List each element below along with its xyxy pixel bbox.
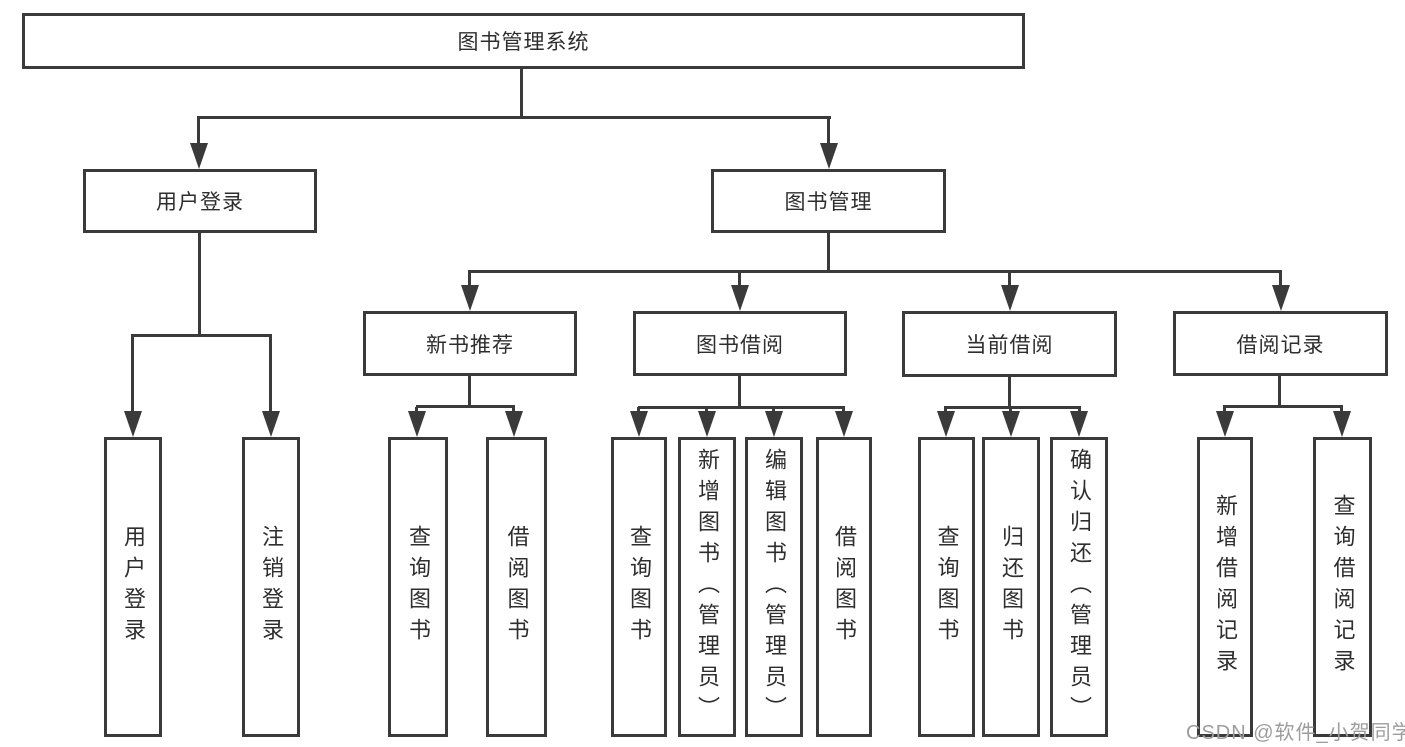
arrow-down-icon — [1070, 411, 1088, 437]
connector-line — [1223, 405, 1343, 408]
leaf-label: 查询图书 — [406, 525, 431, 649]
arrow-down-icon — [835, 411, 853, 437]
leaf-label: 归还图书 — [999, 525, 1024, 649]
connector-line — [827, 233, 830, 273]
arrow-down-icon — [1002, 411, 1020, 437]
connector-line — [827, 118, 830, 146]
node-label: 新书推荐 — [426, 333, 514, 357]
connector-line — [269, 336, 272, 413]
connector-line — [1340, 407, 1343, 414]
node-label: 借阅记录 — [1236, 333, 1325, 357]
leaf-label: 编辑图书（管理员） — [762, 447, 787, 727]
leaf-return-books: 归还图书 — [982, 437, 1040, 737]
leaf-label: 查询借阅记录 — [1330, 494, 1356, 680]
leaf-borrow-books: 借阅图书 — [816, 437, 872, 737]
connector-line — [1279, 272, 1282, 288]
node-label: 用户登录 — [156, 191, 244, 214]
connector-line — [944, 406, 1081, 409]
node-library-management-system: 图书管理系统 — [22, 13, 1025, 69]
node-book-borrowing: 图书借阅 — [633, 311, 847, 376]
arrow-down-icon — [698, 411, 716, 437]
node-user-login: 用户登录 — [83, 169, 317, 233]
connector-line — [1078, 407, 1081, 414]
leaf-add-borrow-record: 新增借阅记录 — [1197, 437, 1253, 737]
node-label: 图书借阅 — [696, 333, 784, 357]
arrow-down-icon — [731, 285, 749, 311]
leaf-label: 注销登录 — [259, 525, 284, 649]
arrow-down-icon — [820, 143, 838, 169]
leaf-label: 查询图书 — [627, 525, 652, 649]
leaf-label: 借阅图书 — [832, 525, 857, 649]
connector-line — [520, 68, 523, 118]
connector-line — [842, 407, 845, 414]
node-new-book-recommend: 新书推荐 — [363, 311, 577, 376]
node-current-borrowing: 当前借阅 — [902, 311, 1117, 377]
connector-line — [738, 376, 741, 408]
leaf-edit-books-admin: 编辑图书（管理员） — [745, 437, 803, 737]
arrow-down-icon — [190, 143, 208, 169]
leaf-user-login: 用户登录 — [104, 437, 162, 737]
arrow-down-icon — [937, 411, 955, 437]
leaf-query-borrow-record: 查询借阅记录 — [1313, 437, 1372, 737]
connector-line — [1008, 377, 1011, 408]
connector-line — [131, 334, 272, 337]
connector-line — [468, 270, 1282, 273]
connector-line — [1223, 407, 1226, 414]
connector-line — [416, 405, 515, 408]
leaf-label: 确认归还（管理员） — [1067, 447, 1092, 727]
leaf-confirm-return-admin: 确认归还（管理员） — [1050, 437, 1108, 737]
connector-line — [468, 376, 471, 407]
leaf-logout: 注销登录 — [242, 437, 300, 737]
connector-line — [197, 116, 831, 119]
leaf-add-books-admin: 新增图书（管理员） — [678, 437, 736, 737]
connector-line — [944, 407, 947, 414]
node-book-management: 图书管理 — [711, 169, 946, 233]
node-label: 图书管理 — [784, 191, 873, 214]
connector-line — [638, 406, 845, 409]
leaf-query-books-current: 查询图书 — [918, 437, 975, 737]
connector-line — [131, 336, 134, 413]
connector-line — [198, 233, 201, 336]
watermark-text: CSDN @软件_小贺同学 — [1186, 722, 1405, 744]
node-label: 图书管理系统 — [457, 31, 590, 54]
connector-line — [512, 407, 515, 414]
arrow-down-icon — [1216, 411, 1234, 437]
leaf-query-books-borrowing: 查询图书 — [611, 437, 667, 737]
arrow-down-icon — [262, 411, 280, 437]
arrow-down-icon — [505, 411, 523, 437]
connector-line — [468, 272, 471, 288]
arrow-down-icon — [461, 285, 479, 311]
leaf-label: 新增借阅记录 — [1213, 494, 1238, 680]
node-borrowing-records: 借阅记录 — [1173, 311, 1388, 376]
arrow-down-icon — [1272, 285, 1290, 311]
connector-line — [772, 407, 775, 414]
arrow-down-icon — [630, 411, 648, 437]
leaf-label: 用户登录 — [121, 525, 146, 649]
connector-line — [705, 407, 708, 414]
connector-line — [1009, 407, 1012, 414]
arrow-down-icon — [408, 411, 426, 437]
connector-line — [637, 407, 640, 414]
leaf-label: 借阅图书 — [504, 525, 530, 649]
leaf-borrow-books-recommend: 借阅图书 — [486, 437, 547, 737]
arrow-down-icon — [1001, 285, 1019, 311]
arrow-down-icon — [1333, 411, 1351, 437]
arrow-down-icon — [124, 411, 142, 437]
connector-line — [197, 118, 200, 146]
connector-line — [738, 272, 741, 288]
connector-line — [1008, 272, 1011, 288]
leaf-label: 查询图书 — [934, 525, 960, 649]
leaf-query-books-recommend: 查询图书 — [388, 437, 448, 737]
connector-line — [415, 407, 418, 414]
node-label: 当前借阅 — [965, 334, 1054, 357]
leaf-label: 新增图书（管理员） — [695, 447, 720, 727]
connector-line — [1278, 376, 1281, 407]
arrow-down-icon — [765, 411, 783, 437]
